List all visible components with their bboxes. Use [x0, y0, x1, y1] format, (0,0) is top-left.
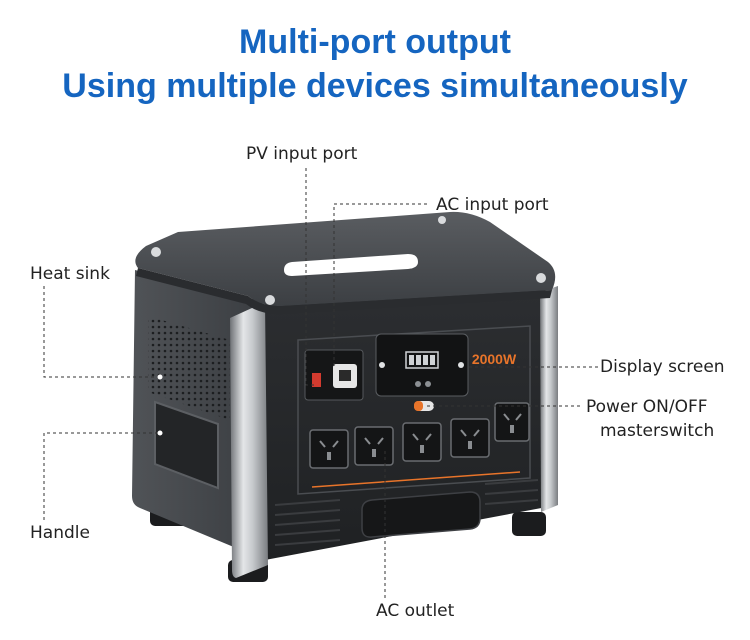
lower-vent-right — [484, 479, 539, 505]
bottom-grip — [361, 491, 481, 538]
display-indicator-icon — [425, 381, 431, 387]
callout-power-switch-line-1: Power ON/OFF — [586, 397, 708, 417]
ac-outlet — [354, 426, 394, 466]
lid-screw — [151, 247, 161, 257]
heat-sink-vents — [148, 316, 230, 420]
callout-pv-input-port: PV input port — [246, 144, 358, 164]
display-module — [375, 333, 469, 397]
control-panel-outline — [297, 325, 531, 495]
ac-input-socket — [339, 370, 351, 381]
lower-vent-left — [274, 499, 341, 546]
handle-recess — [154, 400, 219, 490]
leader-dot — [157, 430, 163, 436]
ac-outlet — [402, 422, 442, 462]
display-screw — [379, 362, 385, 368]
callout-display-screen: Display screen — [600, 357, 725, 377]
ac-outlet — [309, 429, 349, 469]
pv-input-port-icon — [312, 373, 321, 387]
chrome-pillar-left — [230, 302, 268, 578]
ac-outlet — [494, 402, 530, 442]
leader-handle — [43, 432, 160, 520]
display-screw — [458, 362, 464, 368]
chrome-pillar-right — [540, 286, 558, 512]
callout-ac-input-port: AC input port — [436, 195, 549, 215]
power-switch-indicator — [414, 401, 423, 411]
battery-bar — [416, 355, 421, 365]
headline-line-2: Using multiple devices simultaneously — [62, 67, 688, 105]
lid-handle-slot — [284, 254, 418, 276]
lid-screw — [536, 273, 546, 283]
callout-ac-outlet: AC outlet — [376, 601, 455, 621]
callout-power-switch-line-2: masterswitch — [600, 421, 715, 441]
battery-bar — [409, 355, 414, 365]
lid-screw — [438, 216, 446, 224]
top-lid-edge — [136, 268, 552, 315]
foot-front-right — [512, 512, 546, 536]
battery-bar — [430, 355, 435, 365]
display-indicator-icon — [415, 381, 421, 387]
battery-bar — [423, 355, 428, 365]
leader-pv-input — [305, 168, 314, 386]
battery-gauge-icon — [405, 351, 439, 369]
leader-heat-sink — [43, 286, 160, 378]
headline-line-1: Multi-port output — [239, 23, 511, 61]
lid-screw — [265, 295, 275, 305]
accent-line — [311, 471, 521, 488]
leader-dot — [157, 374, 163, 380]
ac-outlet — [450, 418, 490, 458]
leader-ac-input — [333, 203, 427, 368]
callout-heat-sink: Heat sink — [30, 264, 110, 284]
callout-handle: Handle — [30, 523, 90, 543]
wattage-label: 2000W — [472, 351, 517, 367]
